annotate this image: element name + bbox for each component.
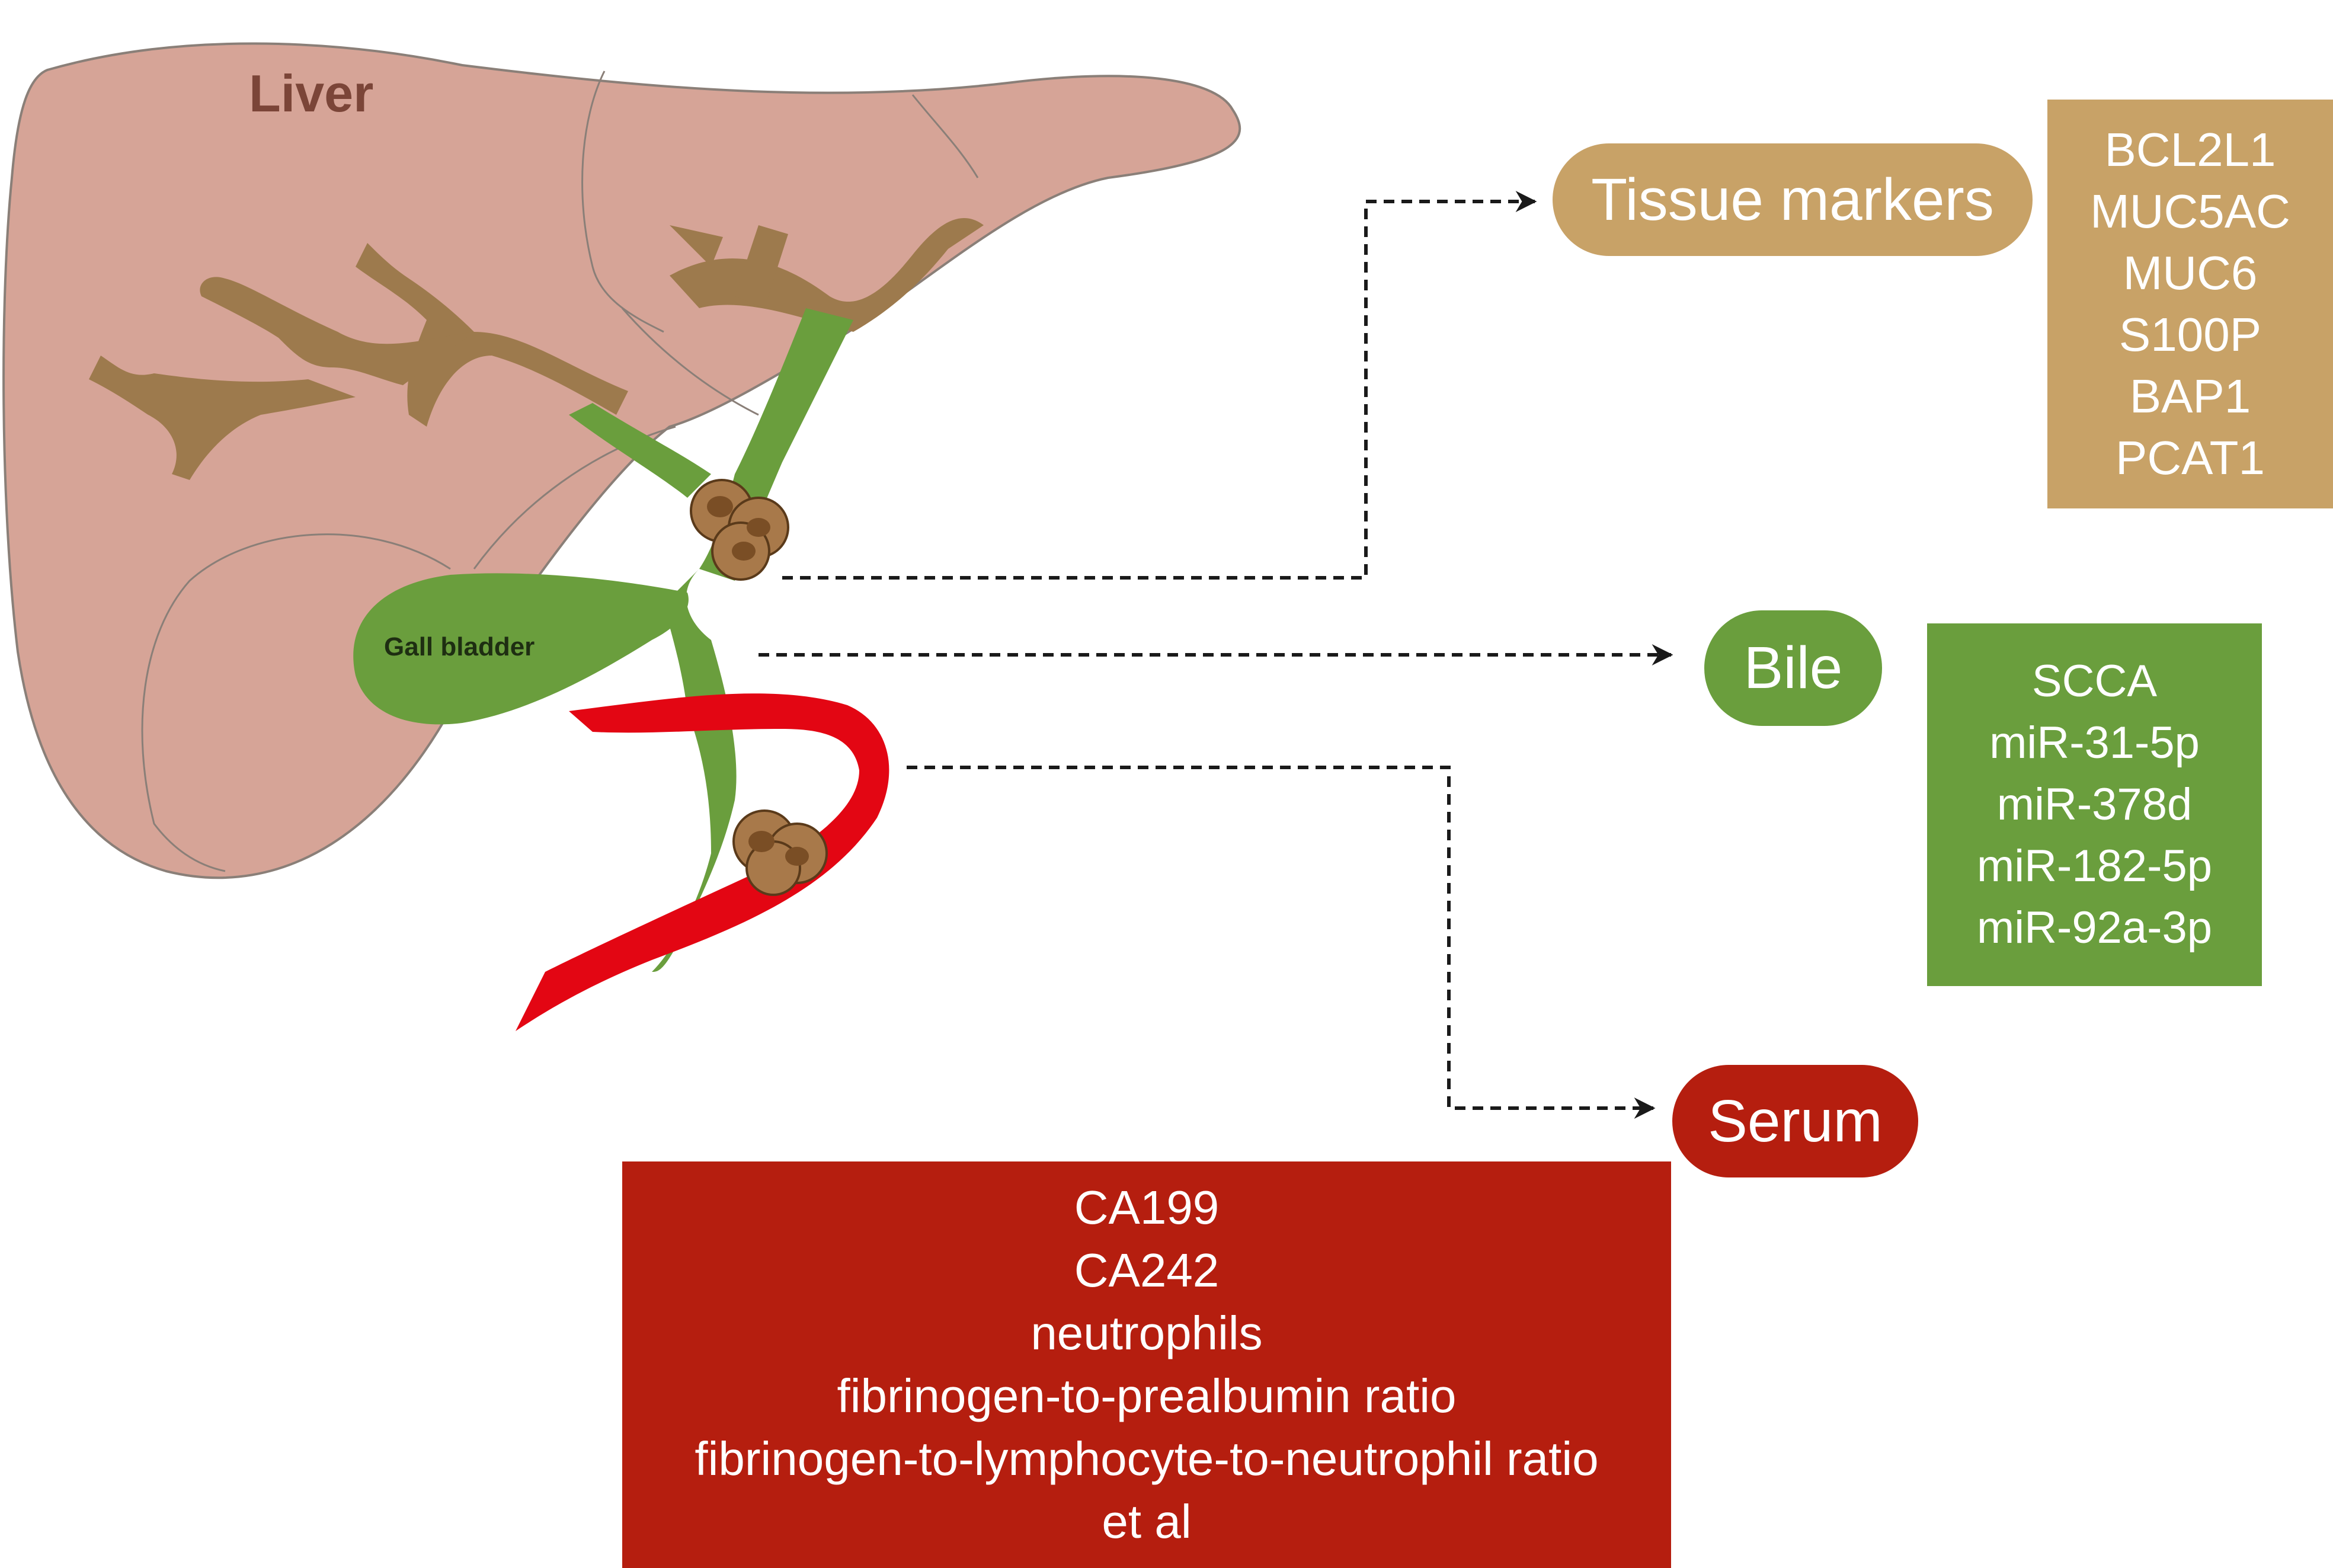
serum-pill: Serum (1672, 1065, 1918, 1177)
gall-bladder-shape (353, 573, 689, 725)
list-item: CA242 (1074, 1244, 1220, 1297)
list-item: neutrophils (1031, 1307, 1263, 1359)
list-item: SCCA (2031, 656, 2158, 706)
bile-label: Bile (1743, 635, 1843, 701)
list-item: fibrinogen-to-lymphocyte-to-neutrophil r… (695, 1432, 1599, 1485)
serum-label: Serum (1708, 1087, 1883, 1154)
list-item: miR-182-5p (1976, 841, 2213, 891)
list-item: MUC5AC (2090, 185, 2290, 238)
arrow-to-serum (907, 766, 1656, 1119)
list-item: CA199 (1074, 1181, 1220, 1234)
bile-pill: Bile (1704, 610, 1882, 726)
connector-arrows (759, 191, 1673, 1119)
serum-markers-list: CA199 CA242 neutrophils fibrinogen-to-pr… (622, 1161, 1671, 1568)
tumor-upper-icon (690, 479, 789, 581)
tissue-markers-list: BCL2L1 MUC5AC MUC6 S100P BAP1 PCAT1 (2047, 100, 2333, 508)
tissue-markers-label: Tissue markers (1591, 166, 1994, 233)
list-item: miR-378d (1996, 779, 2193, 830)
list-item: miR-31-5p (1989, 718, 2200, 768)
gall-bladder-label: Gall bladder (384, 632, 535, 661)
list-item: fibrinogen-to-prealbumin ratio (837, 1369, 1457, 1422)
list-item: et al (1102, 1495, 1192, 1548)
list-item: PCAT1 (2116, 431, 2265, 484)
vessel-shape (516, 693, 889, 1031)
arrow-to-tissue (782, 191, 1537, 580)
tissue-markers-pill: Tissue markers (1553, 143, 2033, 256)
list-item: BCL2L1 (2104, 123, 2276, 176)
list-item: BAP1 (2129, 370, 2251, 423)
liver-label: Liver (249, 64, 373, 123)
bile-markers-list: SCCA miR-31-5p miR-378d miR-182-5p miR-9… (1927, 623, 2262, 986)
list-item: miR-92a-3p (1976, 903, 2213, 953)
list-item: S100P (2118, 308, 2262, 361)
tumor-lower-icon (732, 809, 828, 896)
list-item: MUC6 (2123, 247, 2258, 299)
intrahepatic-ducts (89, 218, 984, 480)
